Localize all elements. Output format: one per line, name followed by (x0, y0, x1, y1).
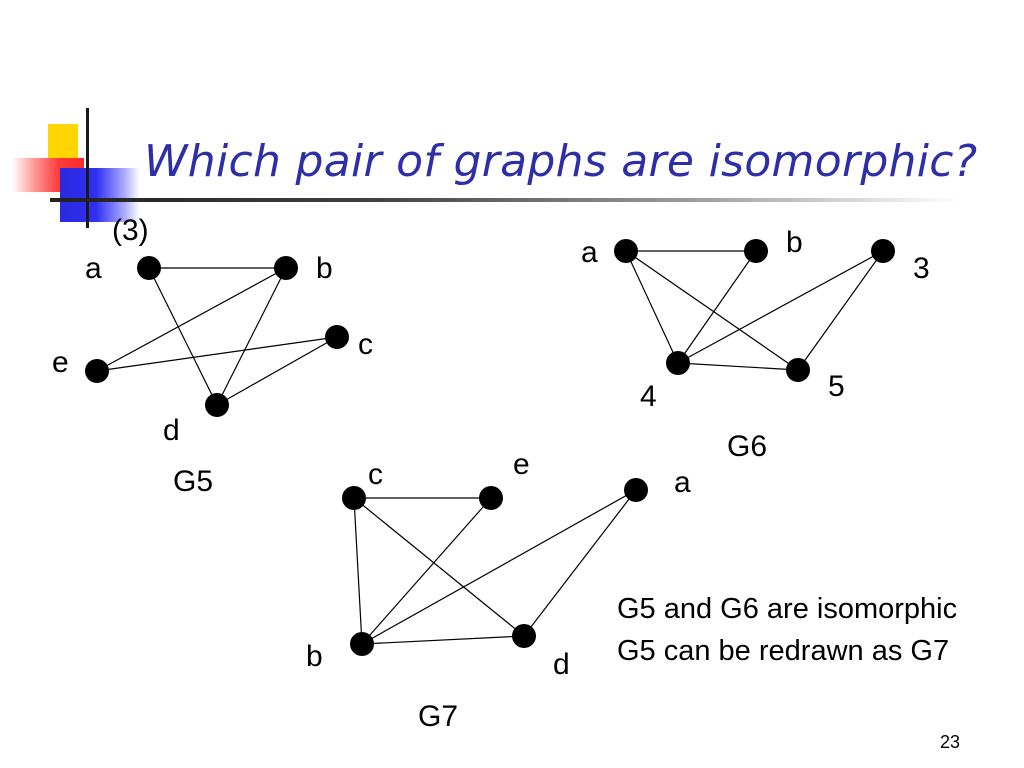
vertex-e (85, 359, 109, 383)
edge-b-d (216, 267, 287, 406)
edge-4-5 (677, 362, 799, 371)
edge-b-e (96, 267, 287, 372)
vertex-a (624, 478, 648, 502)
edge-a-d (523, 489, 637, 637)
edge-a-4 (625, 250, 679, 364)
vertex-3 (871, 239, 895, 263)
vertex-c (342, 486, 366, 510)
vertex-b (744, 239, 768, 263)
vertex-b (350, 632, 374, 656)
vertex-5 (786, 358, 810, 382)
vertex-c (325, 325, 349, 349)
answer-caption: G5 and G6 are isomorphic G5 can be redra… (617, 588, 957, 672)
vertex-e (479, 486, 503, 510)
vertex-label-b: b (306, 640, 323, 673)
vertex-label-4: 4 (640, 380, 657, 413)
vertex-4 (666, 351, 690, 375)
edge-b-4 (677, 250, 757, 364)
item-number: (3) (112, 214, 149, 247)
logo-vertical-line (86, 108, 89, 228)
vertex-d (512, 624, 536, 648)
vertex-label-a: a (674, 466, 691, 499)
vertex-d (205, 393, 229, 417)
logo-blue-gradient (60, 168, 140, 222)
caption-line-2: G5 can be redrawn as G7 (617, 635, 950, 667)
vertex-label-3: 3 (913, 252, 930, 285)
edge-a-d (148, 267, 218, 406)
graph-name-label: G5 (173, 465, 213, 498)
edge-c-d (353, 497, 525, 637)
edge-c-e (96, 336, 338, 372)
edge-a-5 (625, 250, 799, 371)
vertex-b (274, 256, 298, 280)
edge-a-b (361, 489, 637, 645)
graph-name-label: G7 (418, 700, 458, 733)
vertex-a (137, 256, 161, 280)
slide-title: Which pair of graphs are isomorphic? (144, 136, 978, 187)
edge-b-d (361, 635, 525, 645)
vertex-label-b: b (316, 252, 333, 285)
vertex-label-c: c (358, 328, 373, 361)
vertex-label-b: b (786, 226, 803, 259)
vertex-label-d: d (163, 414, 180, 447)
title-underline (50, 198, 960, 202)
page-number: 23 (940, 732, 961, 752)
vertex-label-d: d (553, 648, 570, 681)
caption-line-1: G5 and G6 are isomorphic (617, 593, 958, 625)
vertex-label-a: a (85, 252, 102, 285)
vertex-label-e: e (513, 448, 530, 481)
edge-c-b (353, 497, 363, 645)
edge-3-4 (677, 250, 884, 364)
edge-e-b (361, 497, 492, 645)
vertex-label-5: 5 (828, 370, 845, 403)
edge-3-5 (797, 250, 884, 371)
graph-g7: c e a b dG7 (306, 448, 691, 733)
vertex-a (614, 239, 638, 263)
edge-c-d (216, 336, 338, 406)
vertex-label-c: c (368, 458, 383, 491)
vertex-label-e: e (52, 346, 69, 379)
graph-name-label: G6 (727, 430, 767, 463)
vertex-label-a: a (581, 236, 598, 269)
graph-g5: a b c d eG5 (52, 252, 373, 498)
graph-g6: a b 3 4 5G6 (581, 226, 930, 463)
